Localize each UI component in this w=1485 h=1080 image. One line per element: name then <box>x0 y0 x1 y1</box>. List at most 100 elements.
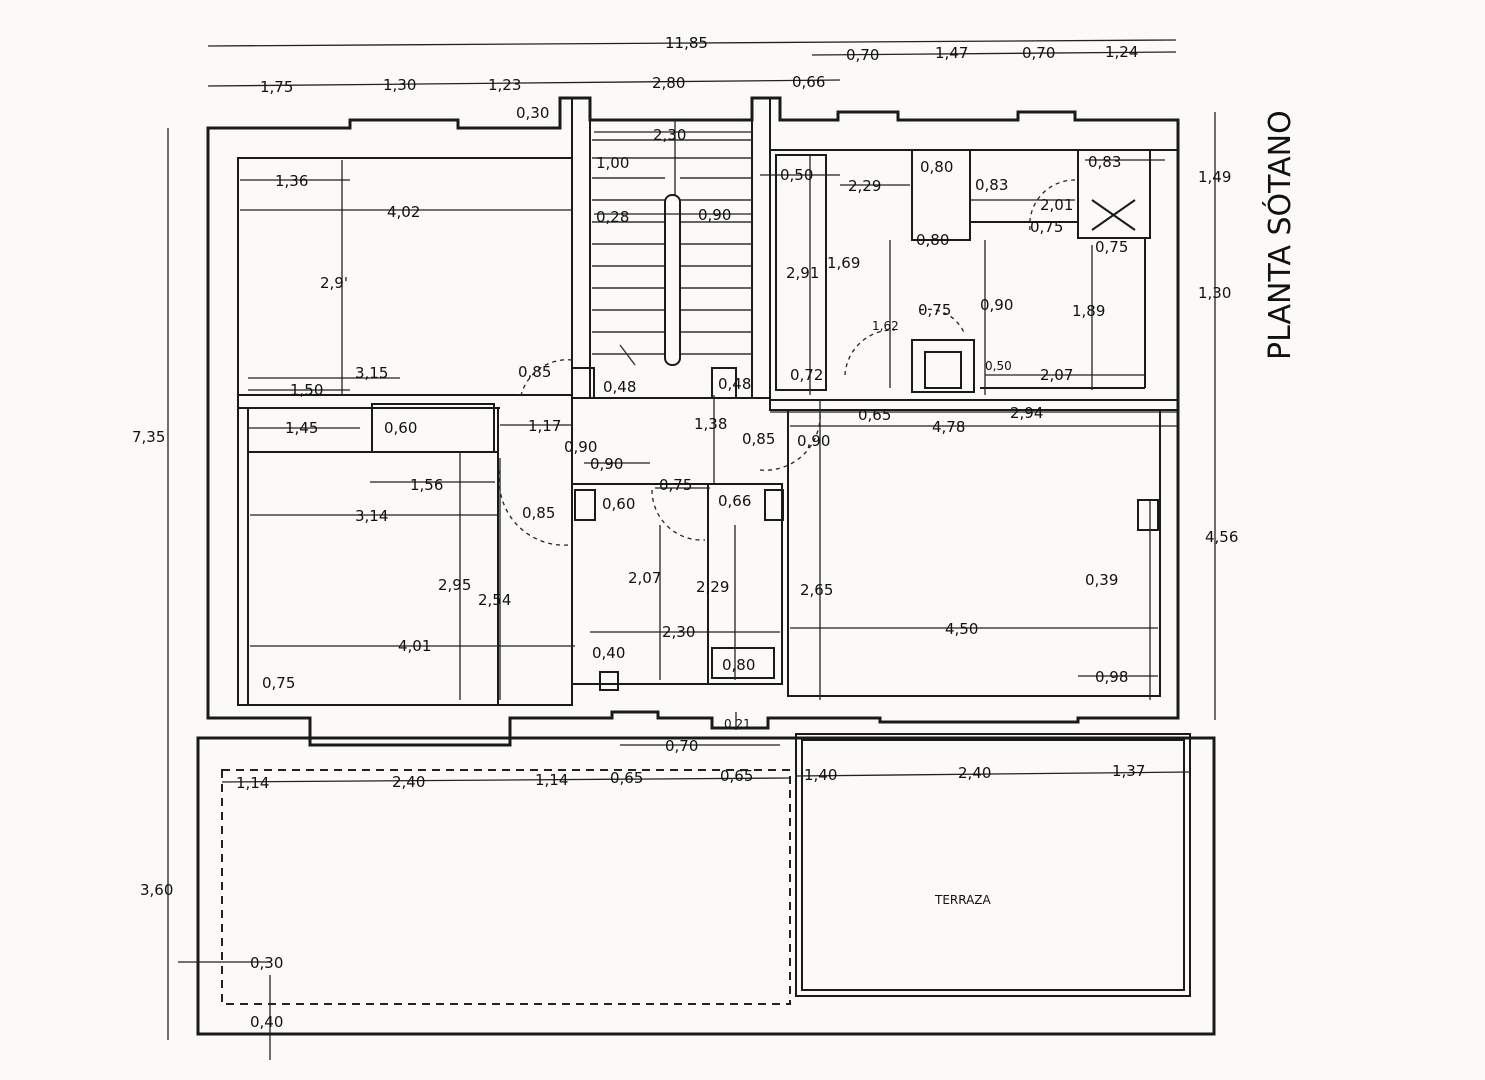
chimney <box>911 339 975 393</box>
dim-k-050b: 0,50 <box>985 359 1012 373</box>
dim-bath-230: 2,30 <box>662 623 695 641</box>
dim-room-b-254: 2,54 <box>478 591 511 609</box>
dim-top-r1: 0,70 <box>846 46 879 64</box>
dim-room-a-136: 1,36 <box>275 172 308 190</box>
door-arc-7 <box>919 308 966 336</box>
dim-bath-080: 0,80 <box>722 656 755 674</box>
dim-b-114b: 1,14 <box>535 771 568 789</box>
dim-right-130: 1,30 <box>1198 284 1231 302</box>
bath-shower <box>711 647 775 679</box>
dim-top-l3: 1,23 <box>488 76 521 94</box>
dim-k-050: 0,50 <box>780 166 813 184</box>
dim-top-r4: 1,24 <box>1105 43 1138 61</box>
dim-b-040: 0,40 <box>250 1013 283 1031</box>
dim-room-b-401: 4,01 <box>398 637 431 655</box>
dim-bath-021: 0,21 <box>724 717 751 731</box>
dim-room-b-145: 1,45 <box>285 419 318 437</box>
dim-bath-040: 0,40 <box>592 644 625 662</box>
dim-b-065b: 0,65 <box>720 767 753 785</box>
room-top-left <box>237 157 573 396</box>
bath-fixture-1 <box>574 489 596 521</box>
dim-door-085b: 0,85 <box>522 504 555 522</box>
dim-hall-048a: 0,48 <box>603 378 636 396</box>
dim-stair-230: 2,30 <box>653 126 686 144</box>
bath-drain <box>599 671 619 691</box>
dim-hall-090a: 0,90 <box>564 438 597 456</box>
dim-stair-028: 0,28 <box>596 208 629 226</box>
dim-bath-207: 2,07 <box>628 569 661 587</box>
living-room <box>787 409 1161 697</box>
dim-k-080a: 0,80 <box>920 158 953 176</box>
dim-b-114a: 1,14 <box>236 774 269 792</box>
door-arc-1 <box>519 359 573 401</box>
dim-left-360: 3,60 <box>140 881 173 899</box>
dim-k-083a: 0,83 <box>1088 153 1121 171</box>
door-arc-3 <box>651 489 706 541</box>
dim-bath-229: 2,29 <box>696 578 729 596</box>
dim-k-075a: 0,75 <box>1030 218 1063 236</box>
living-fixture <box>1137 499 1159 531</box>
dim-b-137: 1,37 <box>1112 762 1145 780</box>
dim-room-b-060: 0,60 <box>384 419 417 437</box>
dim-overall-width: 11,85 <box>665 34 708 52</box>
dim-liv-265: 2,65 <box>800 581 833 599</box>
dim-k-201: 2,01 <box>1040 196 1073 214</box>
dim-stair-090: 0,90 <box>698 206 731 224</box>
dim-stair-100: 1,00 <box>596 154 629 172</box>
dim-room-a-402: 4,02 <box>387 203 420 221</box>
plan-title: PLANTA SÓTANO <box>1261 110 1298 360</box>
dim-k-189: 1,89 <box>1072 302 1105 320</box>
terrace-right <box>795 733 1191 997</box>
dim-room-b-295: 2,95 <box>438 576 471 594</box>
dim-b-240b: 2,40 <box>958 764 991 782</box>
chimney-inner <box>924 351 962 389</box>
dim-top-l1: 1,75 <box>260 78 293 96</box>
dim-wall-030: 0,30 <box>516 104 549 122</box>
dim-b-140: 1,40 <box>804 766 837 784</box>
staircase <box>592 139 752 366</box>
dim-k-291: 2,91 <box>786 264 819 282</box>
dim-room-b-314: 3,14 <box>355 507 388 525</box>
dim-bath-066: 0,66 <box>718 492 751 510</box>
dim-b-065a: 0,65 <box>610 769 643 787</box>
dim-k-080b: 0,80 <box>916 231 949 249</box>
dim-hall-090b: 0,90 <box>590 455 623 473</box>
dim-k-229: 2,29 <box>848 177 881 195</box>
stair-wall-right <box>751 97 771 399</box>
terrace-left-dashed <box>221 769 791 1005</box>
dim-hall-117: 1,17 <box>528 417 561 435</box>
hall-column-right <box>711 367 737 399</box>
dim-top-l2: 1,30 <box>383 76 416 94</box>
dim-top-l5: 0,66 <box>792 73 825 91</box>
dim-b-240a: 2,40 <box>392 773 425 791</box>
dim-left-height: 7,35 <box>132 428 165 446</box>
bath-fixture-2 <box>764 489 784 521</box>
dim-bath-075: 0,75 <box>659 476 692 494</box>
dim-hall-090c: 0,90 <box>797 432 830 450</box>
terrace-outer <box>196 736 1216 1036</box>
terrace-right-inner <box>801 739 1185 991</box>
dim-liv-039: 0,39 <box>1085 571 1118 589</box>
dimension-labels: 11,85 0,70 1,47 0,70 1,24 1,75 1,30 1,23… <box>132 34 1238 1031</box>
dim-room-a-315: 3,15 <box>355 364 388 382</box>
bathrooms-block <box>571 483 783 685</box>
door-arc-2 <box>498 469 569 546</box>
dim-liv-294: 2,94 <box>1010 404 1043 422</box>
kitchen-counter-left <box>775 154 827 391</box>
dim-k-162: 1,62 <box>872 319 899 333</box>
door-arc-6 <box>1029 179 1076 231</box>
dim-k-075b: 0,75 <box>1095 238 1128 256</box>
dim-bath-070: 0,70 <box>665 737 698 755</box>
boiler-cross-2 <box>1091 199 1136 231</box>
dim-liv-478: 4,78 <box>932 418 965 436</box>
dim-k-090: 0,90 <box>980 296 1013 314</box>
dim-hall-085: 0,85 <box>742 430 775 448</box>
stair-wall-left <box>571 97 591 399</box>
dim-k-072: 0,72 <box>790 366 823 384</box>
dim-right-149: 1,49 <box>1198 168 1231 186</box>
door-arc-5 <box>844 329 896 376</box>
dim-room-a-150: 1,50 <box>290 381 323 399</box>
dim-hall-048b: 0,48 <box>718 375 751 393</box>
